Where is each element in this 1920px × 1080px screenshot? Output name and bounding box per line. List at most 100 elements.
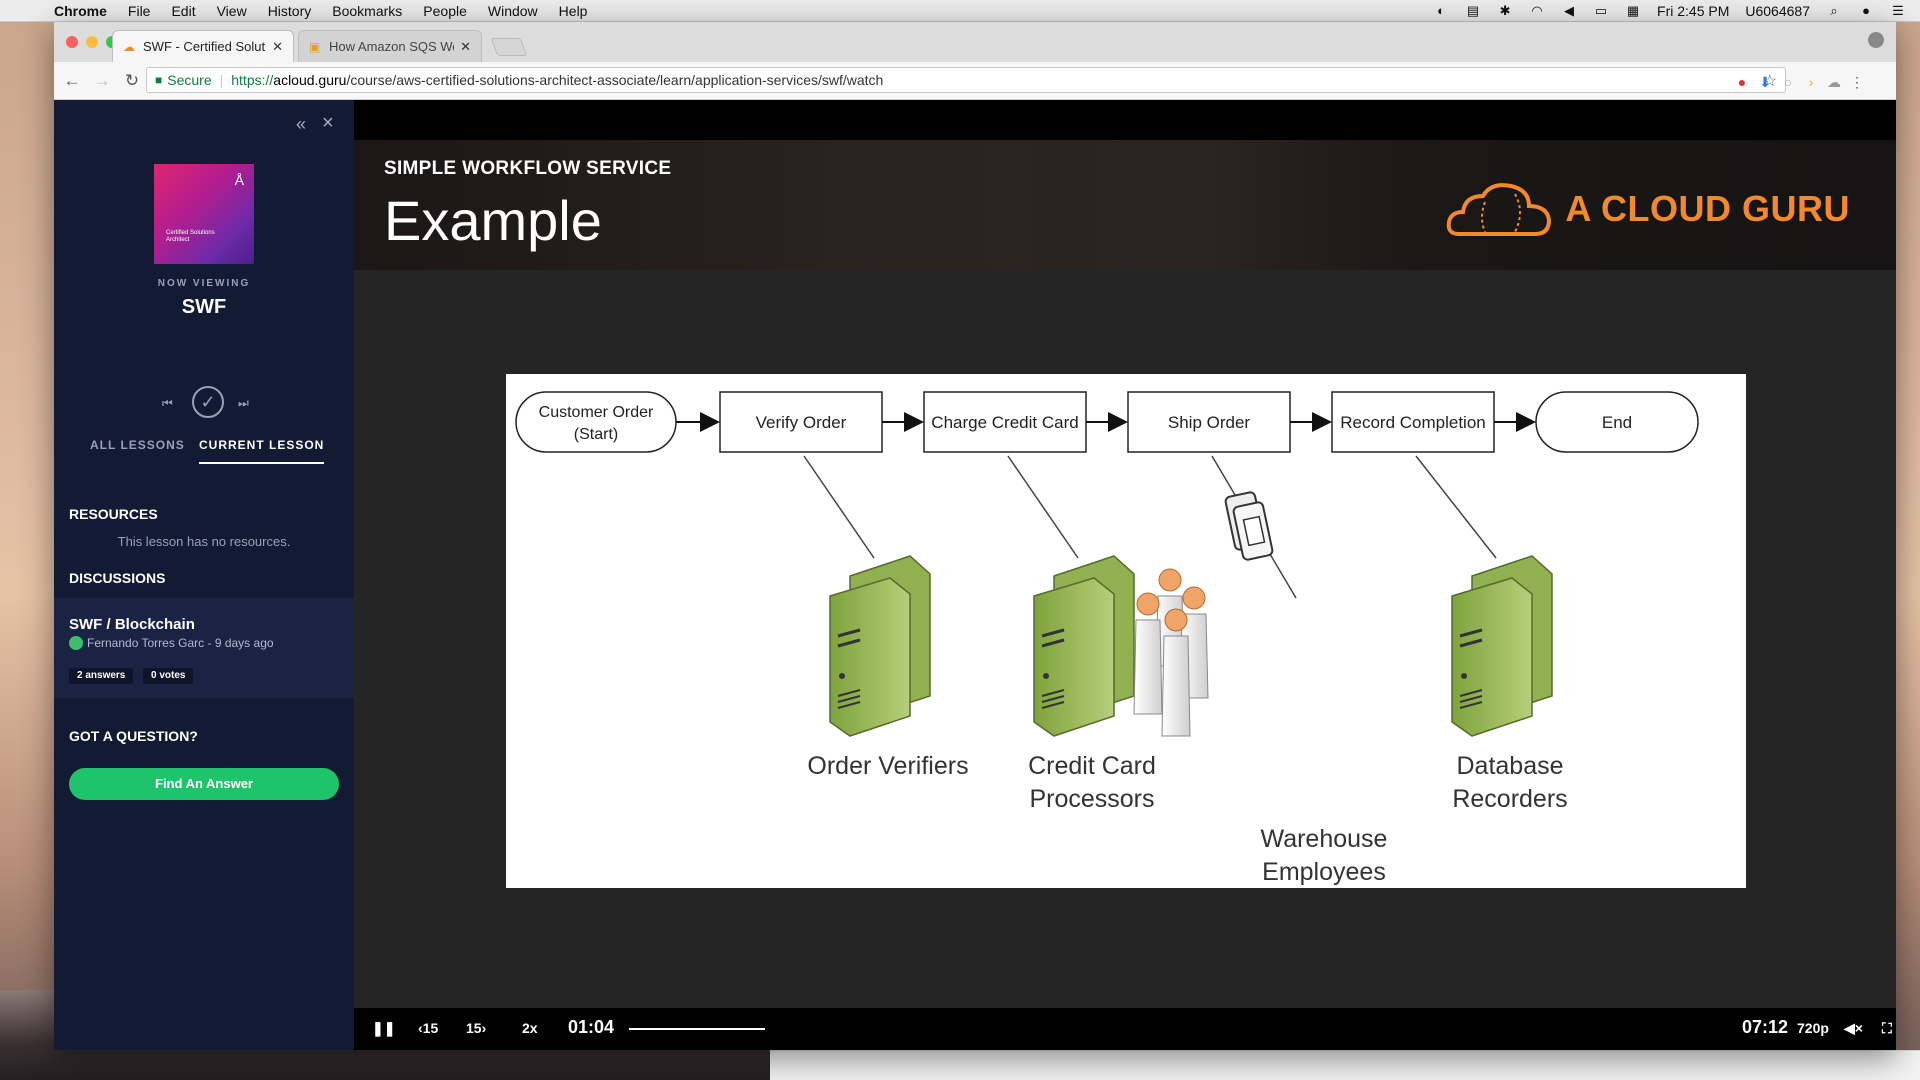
siri-icon[interactable]: ● — [1862, 3, 1870, 18]
slide-title: Example — [384, 189, 602, 252]
tab-title: SWF - Certified Solutions Arch — [143, 39, 266, 54]
quality-button[interactable]: 720p — [1797, 1020, 1829, 1036]
menu-kebab-icon[interactable]: ⋮ — [1850, 74, 1864, 90]
tab-current-lesson[interactable]: CURRENT LESSON — [199, 438, 325, 464]
printer-icon[interactable]: ▤ — [1466, 3, 1480, 18]
extension-arrow-icon[interactable]: › — [1808, 74, 1814, 90]
collapse-sidebar-icon[interactable]: « — [296, 114, 307, 134]
lesson-navigation: ⏮ ✓ ⏭ — [162, 386, 252, 420]
page-content: « × Å Certified Solutions Architect NOW … — [54, 100, 1896, 1050]
window-controls — [66, 36, 118, 48]
actor-label-credit-line-1: Credit Card — [1028, 752, 1156, 780]
next-lesson-icon[interactable]: ⏭ — [238, 396, 249, 410]
fullscreen-icon[interactable]: ⛶ — [1882, 1020, 1892, 1036]
video-frame: SIMPLE WORKFLOW SERVICE Example A CLOUD … — [354, 140, 1896, 1008]
menu-file[interactable]: File — [127, 2, 151, 19]
spotlight-search-icon[interactable]: ⌕ — [1830, 3, 1838, 18]
new-tab-button[interactable] — [490, 38, 528, 56]
slide-header: SIMPLE WORKFLOW SERVICE Example A CLOUD … — [354, 140, 1896, 270]
browser-tab-sqs[interactable]: ▣ How Amazon SQS Works - Am ✕ — [298, 30, 482, 62]
rewind-15-button[interactable]: ‹15 — [418, 1020, 439, 1036]
battery-icon[interactable]: ▭ — [1594, 3, 1608, 18]
omnibox-separator: | — [219, 72, 224, 88]
step-start-label-2: (Start) — [574, 426, 618, 443]
url-host: acloud.guru — [273, 72, 347, 88]
volume-icon[interactable]: ◀ — [1564, 3, 1575, 18]
previous-lesson-icon[interactable]: ⏮ — [162, 396, 173, 410]
menu-bookmarks[interactable]: Bookmarks — [332, 2, 403, 19]
menu-people[interactable]: People — [423, 2, 467, 19]
now-viewing-label: NOW VIEWING — [157, 278, 251, 289]
secure-label: Secure — [167, 72, 212, 88]
pause-icon[interactable]: ❚❚ — [372, 1020, 396, 1036]
notification-center-icon[interactable]: ☰ — [1892, 3, 1904, 18]
mute-icon[interactable]: ◀× — [1844, 1020, 1863, 1036]
step-start — [515, 391, 677, 453]
forward-15-button[interactable]: 15› — [466, 1020, 487, 1036]
profile-icon[interactable] — [1868, 32, 1884, 48]
wifi-icon[interactable]: ◠ — [1531, 3, 1543, 18]
back-arrow-icon[interactable]: ← — [63, 70, 81, 90]
cloud-logo-icon — [1447, 183, 1552, 236]
close-tab-icon[interactable]: ✕ — [272, 38, 283, 54]
forward-arrow-icon[interactable]: → — [93, 70, 111, 90]
aws-favicon-icon: ▣ — [309, 39, 321, 54]
tab-all-lessons[interactable]: ALL LESSONS — [90, 438, 185, 452]
menubar-user[interactable]: U6064687 — [1745, 3, 1810, 19]
extension-cloud-icon[interactable]: ☁ — [1827, 74, 1841, 90]
status-app-icon[interactable]: ◐ — [1437, 3, 1445, 18]
tab-title: How Amazon SQS Works - Am — [329, 39, 454, 54]
connector-line — [1415, 455, 1497, 559]
playback-speed-button[interactable]: 2x — [522, 1020, 538, 1036]
video-player[interactable]: SIMPLE WORKFLOW SERVICE Example A CLOUD … — [354, 100, 1896, 1050]
actor-label-database-line-1: Database — [1456, 752, 1563, 780]
step-start-label-1: Customer Order — [539, 404, 654, 421]
menu-app-name[interactable]: Chrome — [54, 2, 107, 19]
discussion-author-date: Fernando Torres Garc - 9 days ago — [87, 636, 274, 650]
actor-label-database-line-2: Recorders — [1452, 785, 1567, 813]
discussion-title[interactable]: SWF / Blockchain — [69, 616, 195, 633]
bookmark-star-icon[interactable]: ☆ — [1762, 73, 1777, 90]
bluetooth-icon[interactable]: ✱ — [1499, 3, 1511, 18]
brand-name: A CLOUD GURU — [1565, 188, 1850, 229]
workflow-diagram-svg: Customer Order (Start) Verify Order Char… — [515, 391, 1699, 886]
address-bar[interactable]: ■ Secure | https:// acloud.guru /course/… — [146, 67, 1786, 93]
close-tab-icon[interactable]: ✕ — [460, 38, 471, 54]
flag-icon[interactable]: ▦ — [1626, 3, 1640, 18]
avatar — [69, 636, 83, 650]
close-window-button[interactable] — [66, 36, 78, 48]
minimize-window-button[interactable] — [86, 36, 98, 48]
extension-adblock-icon[interactable]: ● — [1737, 74, 1747, 90]
download-icon[interactable]: ⬇ — [1759, 74, 1771, 90]
menubar-clock[interactable]: Fri 2:45 PM — [1657, 3, 1730, 19]
connector-line — [803, 455, 875, 559]
browser-tab-swf[interactable]: ☁ SWF - Certified Solutions Arch ✕ — [112, 30, 294, 62]
discussion-meta: Fernando Torres Garc - 9 days ago — [69, 636, 274, 650]
close-sidebar-icon[interactable]: × — [322, 112, 334, 134]
browser-window: ☁ SWF - Certified Solutions Arch ✕ ▣ How… — [54, 22, 1896, 1050]
people-icon — [1133, 568, 1209, 737]
discussion-item[interactable]: SWF / Blockchain Fernando Torres Garc - … — [54, 598, 354, 698]
server-icon — [1451, 555, 1553, 737]
course-cover-image: Å Certified Solutions Architect — [154, 164, 254, 264]
question-heading: GOT A QUESTION? — [69, 728, 198, 744]
mark-complete-check-icon[interactable]: ✓ — [192, 386, 224, 418]
extension-circle-icon[interactable]: ○ — [1783, 74, 1793, 90]
lesson-sidebar: « × Å Certified Solutions Architect NOW … — [54, 100, 354, 1050]
lesson-title: SWF — [181, 296, 227, 318]
duration: 07:12 — [1742, 1017, 1789, 1037]
menu-view[interactable]: View — [216, 2, 247, 19]
menu-edit[interactable]: Edit — [171, 2, 196, 19]
answers-badge: 2 answers — [69, 668, 134, 684]
actor-label-warehouse-line-1: Warehouse — [1261, 825, 1388, 853]
actor-label-warehouse-line-2: Employees — [1262, 858, 1386, 886]
menu-history[interactable]: History — [267, 2, 312, 19]
find-an-answer-button[interactable]: Find An Answer — [69, 768, 339, 800]
menu-window[interactable]: Window — [487, 2, 538, 19]
step-label: Charge Credit Card — [931, 413, 1078, 432]
step-charge — [923, 391, 1087, 453]
reload-icon[interactable]: ↻ — [124, 70, 140, 90]
menu-help[interactable]: Help — [558, 2, 588, 19]
progress-bar[interactable] — [629, 1028, 765, 1030]
slide-section-title: SIMPLE WORKFLOW SERVICE — [384, 158, 672, 179]
